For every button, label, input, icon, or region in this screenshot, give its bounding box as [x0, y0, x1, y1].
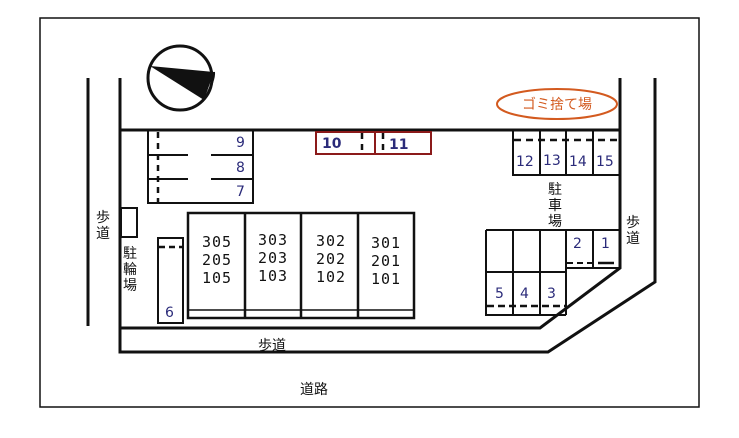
- parking-space-2: 2: [573, 236, 582, 252]
- sidewalk-bottom-label: 歩道: [258, 338, 286, 354]
- property-boundary: [120, 78, 622, 330]
- parking-space-9: 9: [236, 135, 245, 151]
- svg-text:103: 103: [258, 267, 288, 285]
- road-edge: [118, 78, 657, 354]
- parking-space-5: 5: [495, 286, 504, 302]
- sidewalk-right-label: 道: [626, 231, 640, 247]
- parking-space-8: 8: [236, 160, 245, 176]
- map-frame: [39, 17, 700, 408]
- parking-block-12-15: [512, 130, 620, 176]
- sidewalk-right-label: 歩: [626, 215, 640, 231]
- parking-space-6: 6: [165, 305, 174, 321]
- unit-column-303: 303 203 103: [258, 231, 288, 285]
- parking-space-11-box: [374, 131, 432, 155]
- svg-text:305: 305: [202, 233, 232, 251]
- svg-text:205: 205: [202, 251, 232, 269]
- parking-space-4: 4: [520, 286, 529, 302]
- svg-text:202: 202: [316, 250, 346, 268]
- svg-text:105: 105: [202, 269, 232, 287]
- svg-text:201: 201: [371, 252, 401, 270]
- svg-text:102: 102: [316, 268, 346, 286]
- svg-text:303: 303: [258, 231, 288, 249]
- parking-space-13: 13: [543, 153, 561, 169]
- bicycle-parking-label: 輪: [123, 261, 137, 278]
- north-arrow-icon: [146, 44, 216, 112]
- parking-space-11: 11: [389, 137, 408, 153]
- parking-space-14: 14: [569, 154, 587, 170]
- sidewalk-left-label: 道: [96, 226, 110, 242]
- parking-space-10: 10: [322, 136, 342, 152]
- bicycle-parking-label: 駐: [123, 246, 137, 262]
- svg-text:101: 101: [371, 270, 401, 288]
- parking-space-6-box: [157, 237, 184, 324]
- garbage-area-label: ゴミ捨て場: [522, 96, 592, 113]
- car-parking-label: 駐: [548, 182, 562, 198]
- parking-block-7-9: [147, 130, 254, 204]
- bicycle-parking-box: [120, 207, 138, 238]
- parking-space-3: 3: [547, 286, 556, 302]
- unit-column-302: 302 202 102: [316, 232, 346, 286]
- svg-text:302: 302: [316, 232, 346, 250]
- sidewalk-left-label: 歩: [96, 210, 110, 226]
- garbage-area: [496, 88, 618, 120]
- parking-space-12: 12: [516, 154, 534, 170]
- apartment-building: [186, 211, 416, 320]
- unit-column-305: 305 205 105: [202, 233, 232, 287]
- parking-space-1: 1: [601, 236, 610, 252]
- svg-text:203: 203: [258, 249, 288, 267]
- bicycle-parking-label: 場: [123, 278, 137, 294]
- parking-space-15: 15: [596, 154, 614, 170]
- car-parking-label: 場: [548, 214, 562, 230]
- car-parking-label: 車: [548, 197, 562, 214]
- parking-space-7: 7: [236, 184, 245, 200]
- parking-block-1-5: [485, 229, 620, 316]
- svg-text:301: 301: [371, 234, 401, 252]
- unit-column-301: 301 201 101: [371, 234, 401, 288]
- road-label: 道路: [300, 382, 328, 398]
